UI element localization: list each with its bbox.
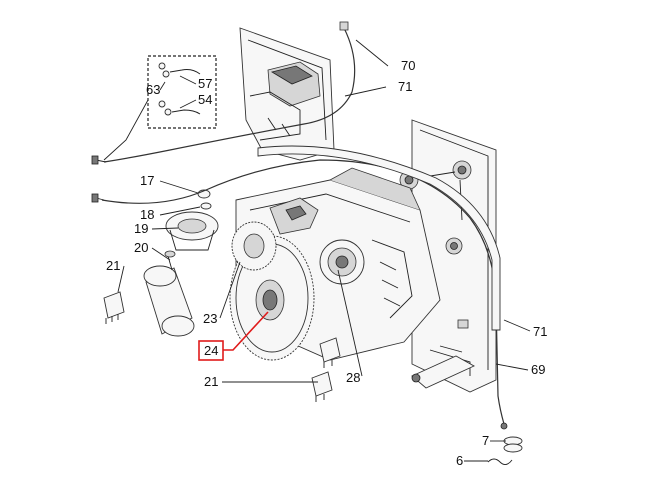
callout-c19: 19 (134, 221, 148, 236)
callout-c70: 70 (401, 58, 415, 73)
leader-c57 (179, 75, 197, 85)
leader-c70 (355, 39, 389, 67)
rear-mounting-plate (239, 27, 335, 161)
callout-c63: 63 (146, 82, 160, 97)
leader-c69 (495, 363, 529, 371)
leader-c54 (179, 99, 197, 109)
callout-c24: 24 (204, 343, 218, 358)
callout-c69: 69 (531, 362, 545, 377)
o-rings (487, 436, 523, 465)
leader-c20 (151, 247, 171, 261)
connector-leads (91, 155, 107, 203)
leader-c71b (503, 319, 531, 332)
leader-c23 (219, 261, 241, 319)
washer-small (200, 202, 212, 210)
callout-c21b: 21 (204, 374, 218, 389)
micro-switch-bottom-top (319, 337, 341, 368)
leader-c19 (151, 227, 179, 230)
micro-switch-left (103, 291, 125, 324)
callout-c23: 23 (203, 311, 217, 326)
leader-lines (117, 39, 531, 462)
callout-c21a: 21 (106, 258, 120, 273)
leader-c17 (159, 180, 199, 194)
motor (143, 250, 195, 337)
callout-c17: 17 (140, 173, 154, 188)
callout-c6: 6 (456, 453, 463, 468)
leader-c63 (159, 81, 166, 91)
callout-c54: 54 (198, 92, 212, 107)
leader-c28 (337, 269, 363, 377)
motor-bracket (165, 211, 219, 251)
callout-c71b: 71 (533, 324, 547, 339)
right-frame-plate (399, 119, 497, 393)
callout-c71a: 71 (398, 79, 412, 94)
lever-bracket (411, 345, 475, 389)
leader-c18 (159, 206, 201, 216)
wire-harness-71 (101, 145, 508, 430)
callout-c18: 18 (140, 207, 154, 222)
callout-c20: 20 (134, 240, 148, 255)
callout-c57: 57 (198, 76, 212, 91)
leader-c21a (117, 265, 125, 293)
pinion-gear (231, 221, 277, 271)
detail-box (103, 55, 217, 161)
leader-c71a (344, 86, 387, 97)
highlight-leader-24 (223, 311, 269, 351)
callout-c7: 7 (482, 433, 489, 448)
micro-switch-bottom (311, 371, 333, 402)
wire-harness-70 (103, 21, 356, 163)
callout-c28: 28 (346, 370, 360, 385)
